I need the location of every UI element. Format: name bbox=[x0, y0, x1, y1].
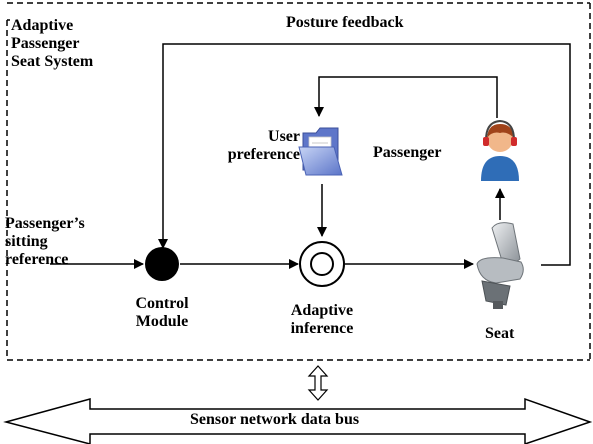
folder-icon bbox=[298, 127, 343, 176]
user-preference-label: User preference bbox=[227, 128, 300, 163]
system-title: Adaptive Passenger Seat System bbox=[11, 17, 94, 70]
posture-feedback-label: Posture feedback bbox=[286, 14, 404, 31]
seat-label: Seat bbox=[485, 325, 515, 342]
adaptive-inference-label: Adaptive inference bbox=[290, 302, 354, 337]
sensor-network-bus bbox=[3, 397, 593, 444]
control-module-node bbox=[145, 247, 179, 281]
passenger-feedback-arrow bbox=[314, 76, 498, 118]
passenger-label: Passenger bbox=[373, 144, 442, 161]
posture-feedback-arrow bbox=[158, 43, 571, 266]
bus-label: Sensor network data bus bbox=[190, 411, 360, 428]
bus-connector-arrow bbox=[307, 365, 329, 401]
system-boundary bbox=[6, 2, 591, 361]
sitting-reference-label: Passenger’s sitting reference bbox=[5, 215, 85, 268]
control-module-label: Control Module bbox=[135, 295, 189, 330]
adaptive-inference-node bbox=[299, 241, 345, 287]
seat-icon bbox=[476, 222, 524, 309]
passenger-icon bbox=[481, 119, 519, 181]
